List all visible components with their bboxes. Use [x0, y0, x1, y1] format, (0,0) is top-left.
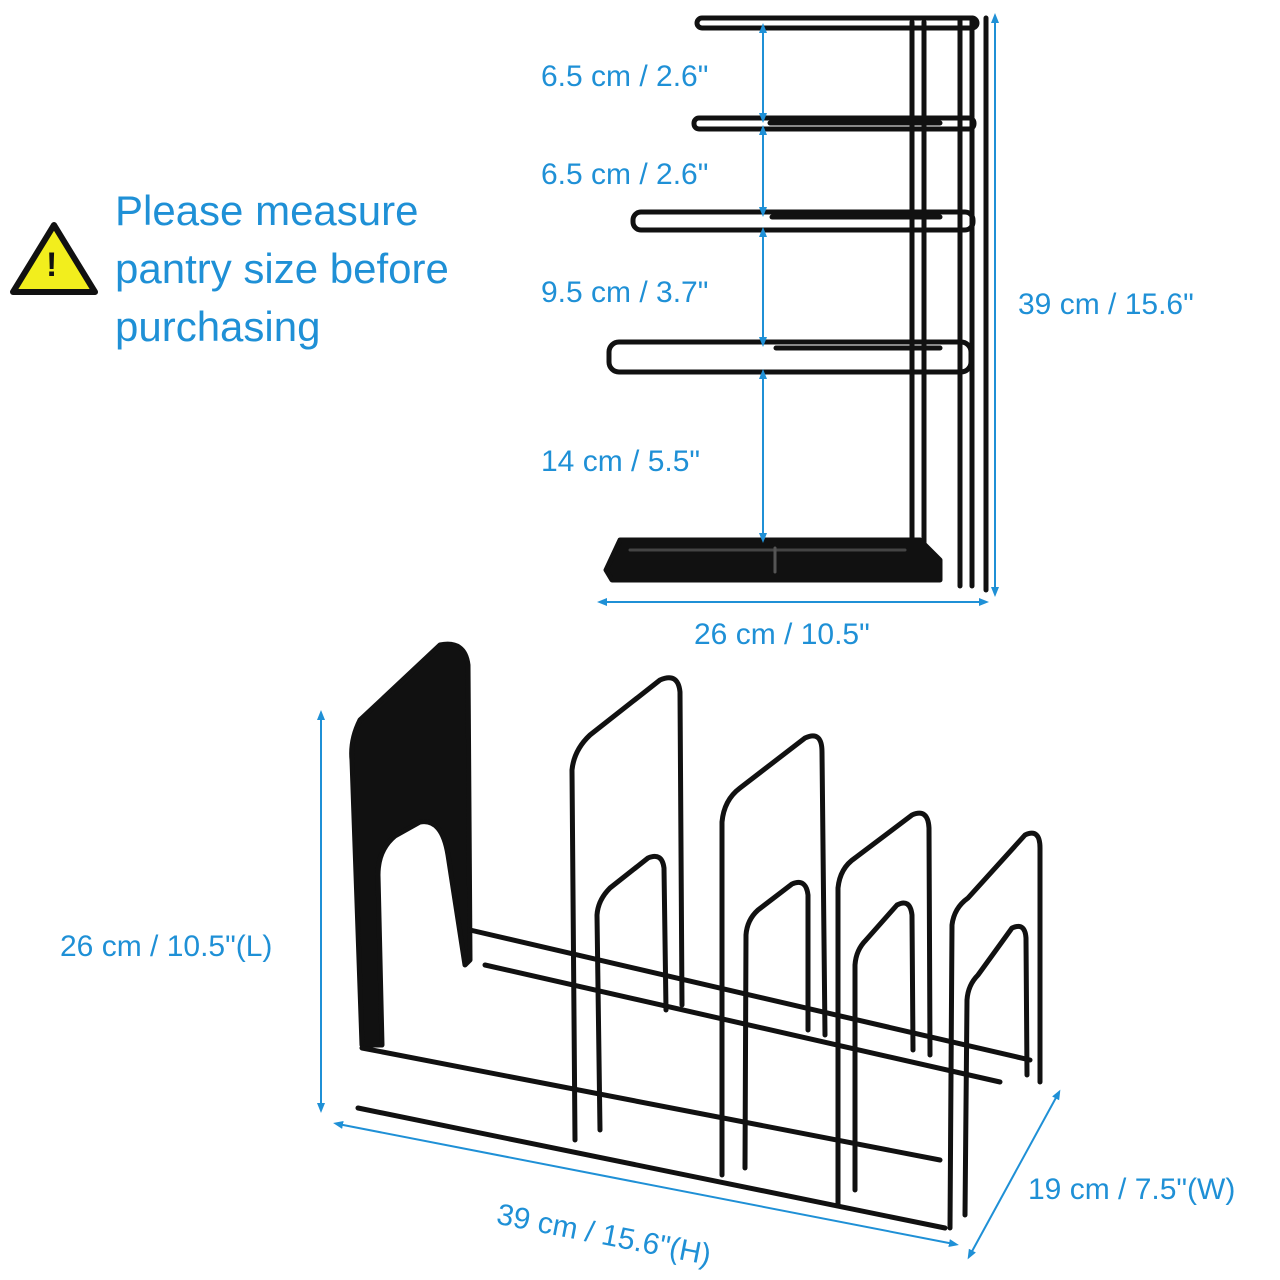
upright-depth-label: 26 cm / 10.5" [694, 618, 870, 651]
warning-line-1: Please measure [115, 187, 419, 234]
width-label: 19 cm / 7.5"(W) [1028, 1173, 1236, 1206]
warning-line-3: purchasing [115, 303, 321, 350]
spacing-3-label: 9.5 cm / 3.7" [541, 276, 709, 309]
warning-icon-mark: ! [46, 246, 58, 284]
warning-triangle-icon [10, 222, 98, 295]
spacing-1-label: 6.5 cm / 2.6" [541, 60, 709, 93]
total-height-label: 39 cm / 15.6" [1018, 288, 1194, 321]
horizontal-dimension-lines [317, 710, 1061, 1260]
warning-message: Please measure pantry size before purcha… [115, 182, 449, 356]
upright-dimension-lines [597, 12, 999, 606]
upright-rack [603, 15, 989, 593]
horizontal-rack [349, 641, 1043, 1231]
spacing-2-label: 6.5 cm / 2.6" [541, 158, 709, 191]
warning-line-2: pantry size before [115, 245, 449, 292]
spacing-4-label: 14 cm / 5.5" [541, 445, 701, 478]
length-label: 26 cm / 10.5"(L) [60, 930, 273, 963]
